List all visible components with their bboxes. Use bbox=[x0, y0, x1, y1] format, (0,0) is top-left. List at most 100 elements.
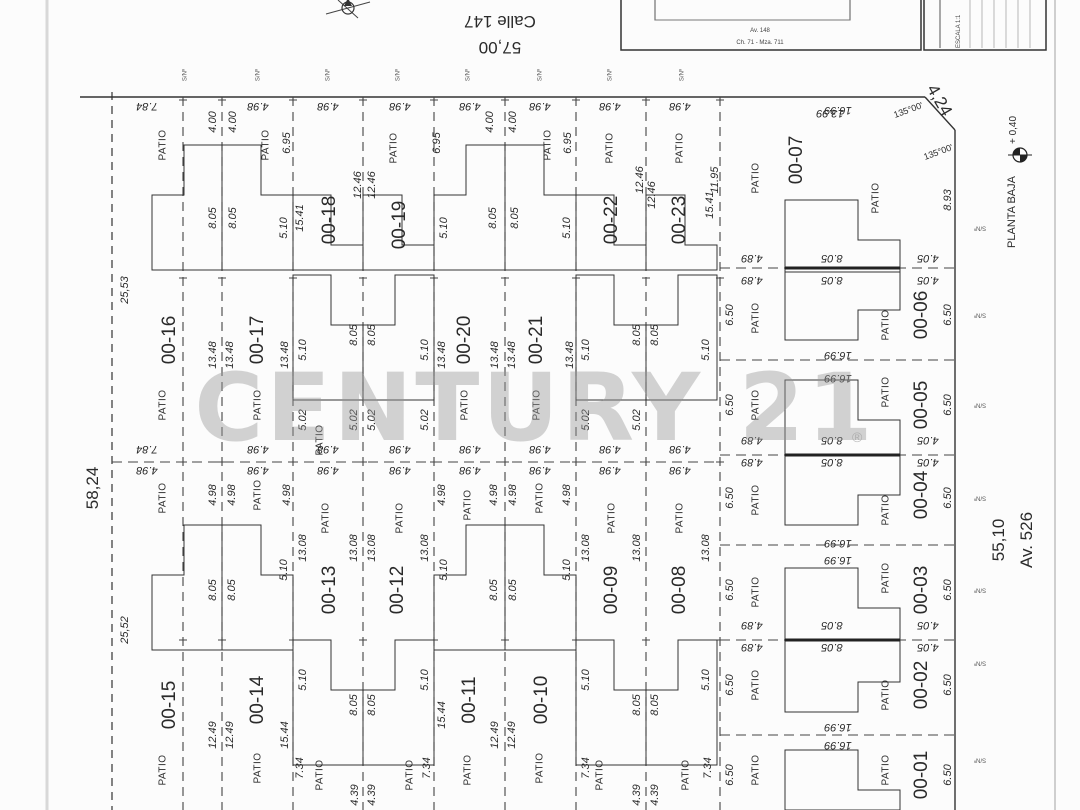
sn-label: S/Nº bbox=[255, 68, 262, 81]
patio-label: PATIO bbox=[315, 424, 326, 455]
dimension-value: 8.05 bbox=[207, 578, 219, 600]
dimension-value: 8.05 bbox=[348, 693, 360, 715]
left-segment-bottom: 25,52 bbox=[119, 616, 131, 645]
dimension-value: 15.44 bbox=[436, 701, 448, 729]
dimension-value: 13.48 bbox=[224, 340, 236, 368]
sn-label: S/Nº bbox=[395, 68, 402, 81]
patio-label: PATIO bbox=[881, 309, 892, 340]
dimension-value: 5.10 bbox=[419, 668, 431, 690]
dimension-value: 4.98 bbox=[528, 464, 550, 476]
street-top-name: Calle 147 bbox=[464, 12, 536, 31]
lot-number: 00-18 bbox=[319, 196, 340, 245]
dimension-value: 15.44 bbox=[279, 721, 291, 749]
dimension-value: 4.05 bbox=[916, 619, 938, 631]
dimension-value: 8.05 bbox=[649, 693, 661, 715]
dimension-value: 13.08 bbox=[580, 533, 592, 561]
dimension-value: 8.05 bbox=[820, 252, 842, 264]
house-outline bbox=[645, 194, 718, 271]
patio-label: PATIO bbox=[253, 479, 264, 510]
lot-number: 00-19 bbox=[389, 201, 410, 250]
house-outline-right bbox=[784, 271, 901, 341]
dimension-labels: 7.84 4.98 4.98 4.98 4.98 4.98 4.98 4.98 4.00 4.00… bbox=[135, 100, 953, 806]
north-arrow bbox=[325, 0, 371, 19]
patio-label: PATIO bbox=[395, 502, 406, 533]
dimension-value: 4.98 bbox=[316, 464, 338, 476]
patio-label: PATIO bbox=[881, 562, 892, 593]
lot-number: 00-08 bbox=[669, 566, 690, 615]
dimension-value: 6.50 bbox=[942, 763, 954, 785]
dimension-value: 4.89 bbox=[741, 619, 762, 631]
dimension-value: 5.10 bbox=[580, 338, 592, 360]
sn-label: S/Nº bbox=[973, 586, 986, 593]
house-outline bbox=[645, 639, 718, 766]
sn-label: S/Nº bbox=[973, 311, 986, 318]
dimension-value: 12.46 bbox=[366, 170, 378, 198]
patio-label: PATIO bbox=[463, 754, 474, 785]
dimension-value: 7.84 bbox=[136, 443, 157, 455]
dimension-value: 8.05 bbox=[488, 578, 500, 600]
dimension-value: 4.39 bbox=[349, 784, 361, 805]
title-block: Av. 148 Ch. 71 - Mza. 711 ESCALA 1:1 bbox=[620, 0, 1047, 51]
dimension-value: 4.98 bbox=[488, 483, 500, 505]
dimension-value: 4.00 bbox=[484, 110, 496, 132]
house-footprints bbox=[151, 144, 718, 766]
dimension-value: 4.98 bbox=[316, 443, 338, 455]
dimension-value: 12.49 bbox=[224, 721, 236, 749]
dimension-value: 5.10 bbox=[297, 338, 309, 360]
dimension-value: 4.98 bbox=[135, 464, 157, 476]
house-outline bbox=[362, 639, 435, 766]
lot-number: 00-01 bbox=[911, 751, 932, 800]
lot-number: 00-17 bbox=[247, 316, 268, 365]
patio-label: PATIO bbox=[881, 494, 892, 525]
patio-label: PATIO bbox=[881, 679, 892, 710]
dimension-value: 6.95 bbox=[431, 131, 443, 153]
dimension-value: 12.46 bbox=[352, 170, 364, 198]
dimension-value: 5.10 bbox=[580, 668, 592, 690]
lot-number: 00-05 bbox=[911, 381, 932, 430]
dimension-value: 13.48 bbox=[489, 340, 501, 368]
lot-number: 00-13 bbox=[319, 566, 340, 615]
dimension-value: 8.05 bbox=[366, 693, 378, 715]
patio-label: PATIO bbox=[261, 129, 272, 160]
dimension-value: 7.34 bbox=[294, 757, 306, 778]
lot-number: 00-22 bbox=[601, 196, 622, 245]
dimension-value: 13.08 bbox=[348, 533, 360, 561]
dimension-value: 7.84 bbox=[136, 100, 157, 112]
house-outline bbox=[504, 524, 577, 651]
dimension-value: 6.50 bbox=[724, 486, 736, 508]
dimension-value: 4.98 bbox=[528, 100, 550, 112]
patio-label: PATIO bbox=[881, 376, 892, 407]
patio-label: PATIO bbox=[871, 182, 882, 213]
sn-label: S/Nº bbox=[679, 68, 686, 81]
dimension-value: 6.50 bbox=[942, 393, 954, 415]
dimension-value: 8.05 bbox=[507, 578, 519, 600]
sn-label: S/Nº bbox=[973, 659, 986, 666]
sn-label: S/Nº bbox=[325, 68, 332, 81]
dimension-value: 8.05 bbox=[820, 619, 842, 631]
patio-label: PATIO bbox=[535, 752, 546, 783]
dimension-value: 12.49 bbox=[506, 721, 518, 749]
dimension-value: 4.98 bbox=[436, 483, 448, 505]
dimension-value: 4.98 bbox=[388, 464, 410, 476]
lot-number: 00-03 bbox=[911, 566, 932, 615]
dimension-value: 4.05 bbox=[916, 456, 938, 468]
dimension-value: 16.99 bbox=[824, 739, 852, 751]
dimension-value: 5.10 bbox=[561, 558, 573, 580]
patio-labels: PATIO PATIO PATIO PATIO PATIO PATIO PATIO PATIO… bbox=[158, 129, 892, 790]
watermark-text: CENTURY 21 bbox=[194, 354, 875, 463]
dimension-value: 11.95 bbox=[709, 166, 721, 194]
dimension-value: 16.99 bbox=[824, 554, 852, 566]
patio-label: PATIO bbox=[315, 759, 326, 790]
avenue-right-length: 55,10 bbox=[989, 519, 1008, 562]
sn-label: S/Nº bbox=[973, 756, 986, 763]
patio-label: PATIO bbox=[751, 162, 762, 193]
patio-label: PATIO bbox=[158, 482, 169, 513]
dimension-value: 8.05 bbox=[207, 206, 219, 228]
dimension-value: 13.08 bbox=[297, 533, 309, 561]
house-outline bbox=[645, 274, 718, 401]
dimension-value: 4.00 bbox=[507, 110, 519, 132]
dimension-value: 13.08 bbox=[419, 533, 431, 561]
dimension-value: 4.98 bbox=[668, 464, 690, 476]
patio-label: PATIO bbox=[389, 132, 400, 163]
